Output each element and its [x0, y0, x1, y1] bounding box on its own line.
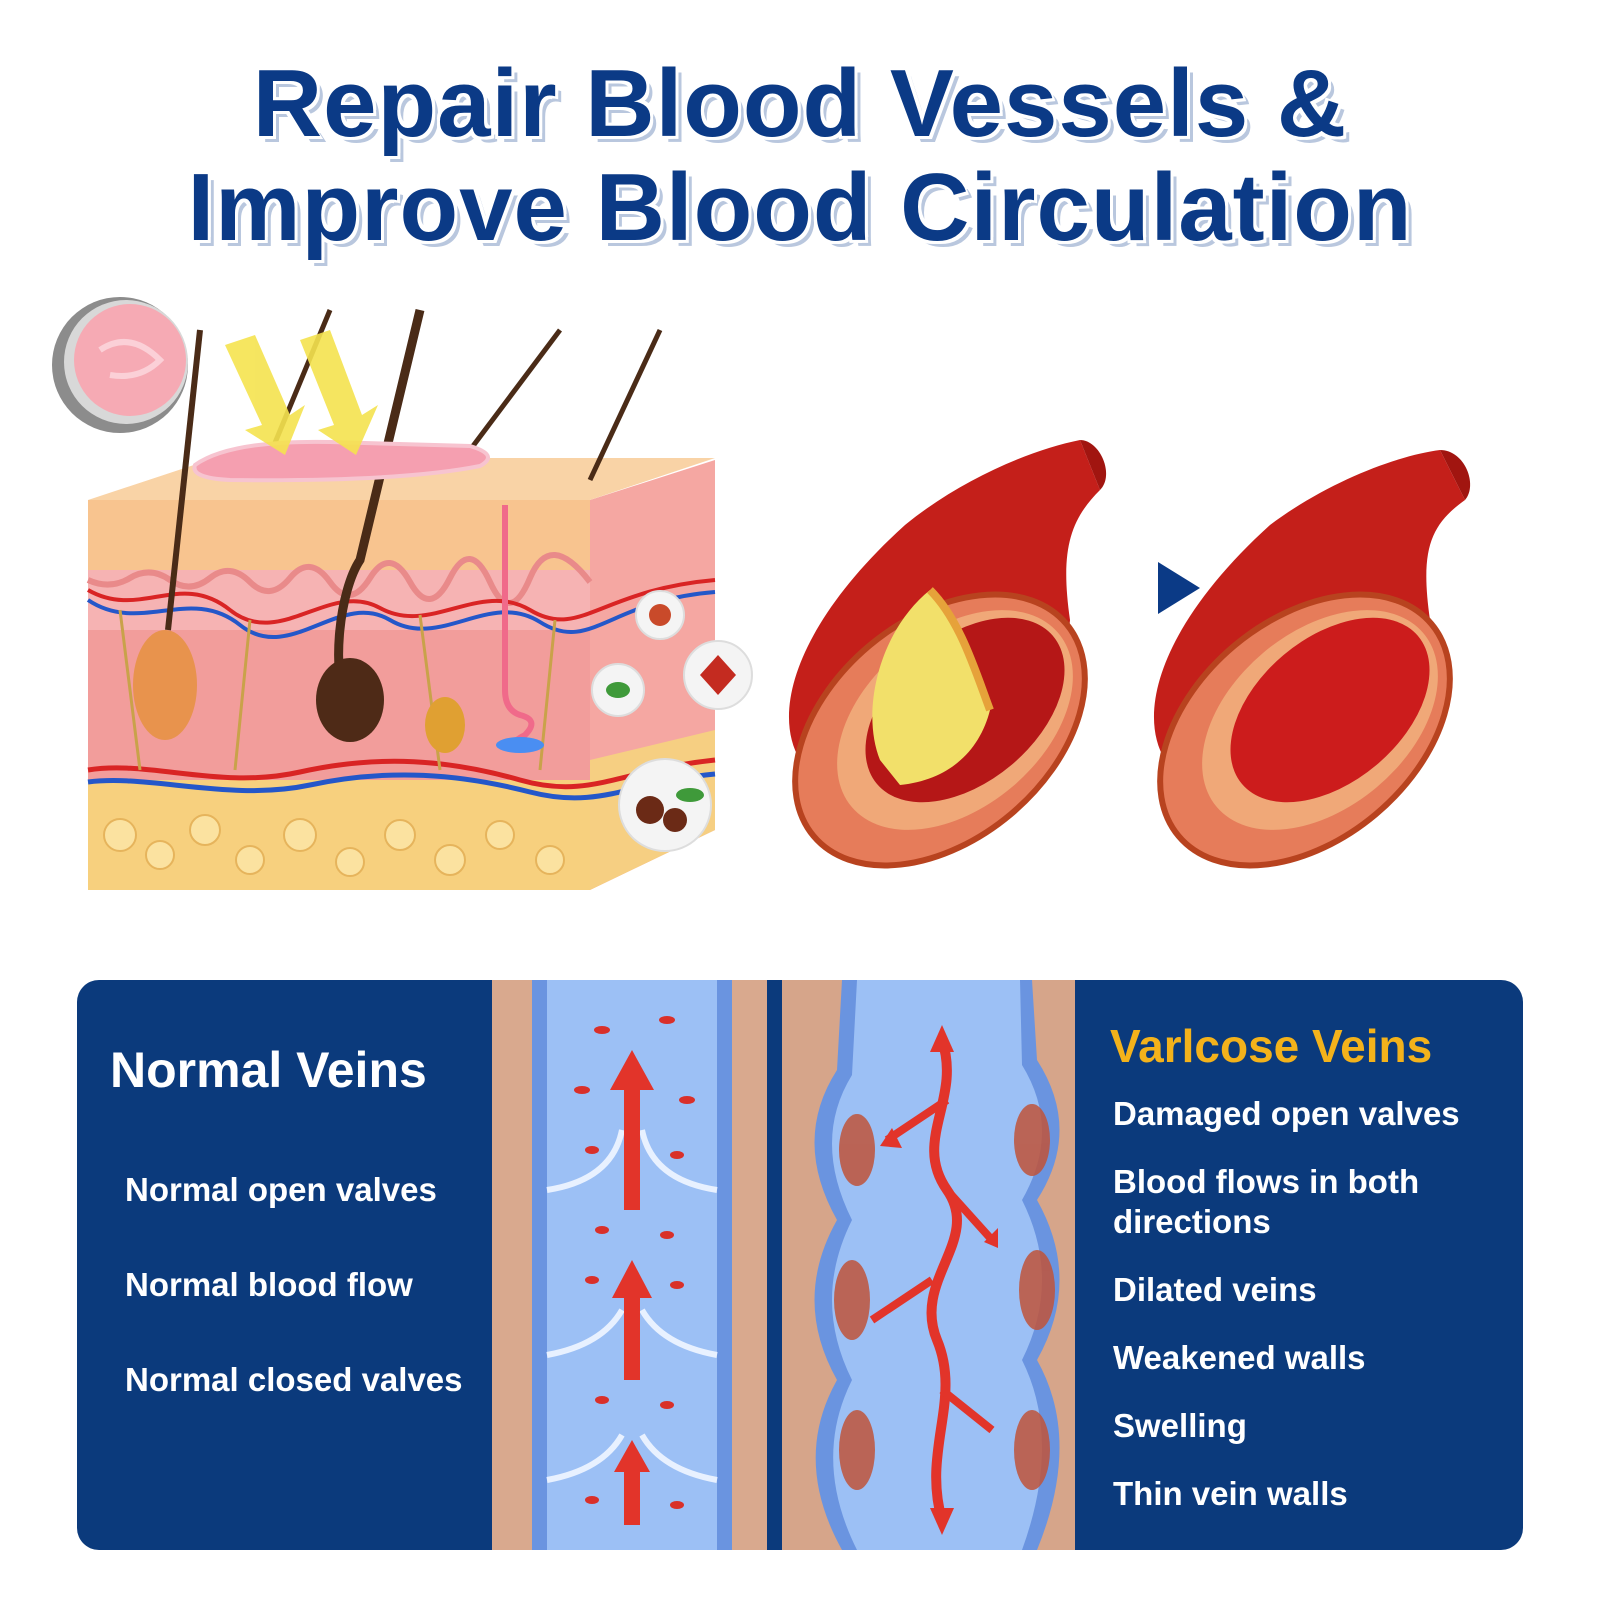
normal-veins-list: Normal open valves Normal blood flow Nor…: [125, 1170, 465, 1400]
skin-cross-section: [86, 308, 716, 890]
headline: Repair Blood Vessels & Improve Blood Cir…: [0, 52, 1600, 260]
varicose-vein: [814, 980, 1060, 1550]
varicose-veins-title: Varlcose Veins: [1110, 1020, 1433, 1072]
cream-jar-icon: [52, 297, 188, 433]
circulation-illustration: [52, 297, 1471, 890]
varicose-veins-item: Blood flows in both directions: [1113, 1163, 1420, 1240]
headline-line-2: Improve Blood Circulation: [187, 154, 1413, 261]
normal-veins-title: Normal Veins: [110, 1042, 427, 1098]
varicose-veins-list: Damaged open valves Blood flows in both …: [1113, 1094, 1513, 1514]
veins-comparison-panel: Normal Veins Normal open valves Normal b…: [77, 980, 1523, 1550]
varicose-veins-item: Damaged open valves: [1113, 1095, 1460, 1132]
varicose-veins-item: Weakened walls: [1113, 1339, 1366, 1376]
normal-veins-item: Normal closed valves: [125, 1361, 463, 1398]
varicose-veins-item: Dilated veins: [1113, 1271, 1317, 1308]
normal-veins-item: Normal blood flow: [125, 1266, 413, 1303]
normal-veins-item: Normal open valves: [125, 1171, 437, 1208]
headline-line-1: Repair Blood Vessels &: [252, 50, 1348, 157]
normal-vein: [532, 980, 732, 1550]
vein-comparison-illustration: [492, 980, 1075, 1550]
play-triangle-icon: [1158, 562, 1200, 614]
clogged-artery: [788, 440, 1107, 869]
healthy-artery: [1153, 450, 1471, 869]
varicose-veins-item: Swelling: [1113, 1407, 1247, 1444]
apply-arrow-icons: [225, 330, 378, 455]
varicose-veins-item: Thin vein walls: [1113, 1475, 1348, 1512]
ingredient-bubble-icons: [591, 590, 753, 852]
